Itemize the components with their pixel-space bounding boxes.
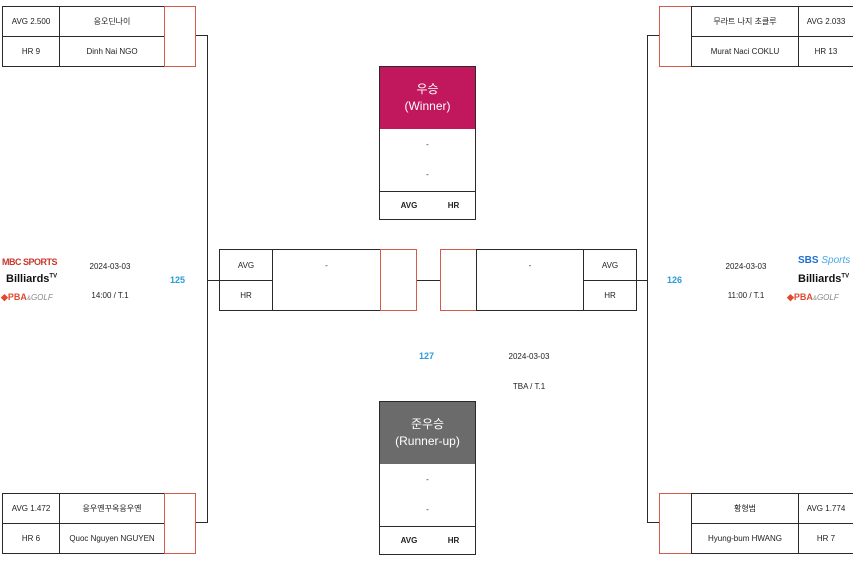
player-name-en: Dinh Nai NGO — [86, 47, 138, 56]
pba-text: PBA — [7, 292, 27, 302]
player-name-en: Quoc Nguyen NGUYEN — [69, 534, 155, 543]
match-126-date: 2024-03-03 — [725, 262, 767, 271]
player-card-top-left[interactable]: AVG 2.500 응오딘나이 HR 9 Dinh Nai NGO — [2, 6, 165, 67]
score-box-bottom-right — [659, 493, 692, 554]
player-hr: HR 9 — [21, 47, 41, 56]
match-126-time: 11:00 / T.1 — [727, 291, 765, 300]
billiards-tv-logo: BilliardsTV — [6, 273, 57, 285]
player-hr: HR 7 — [816, 534, 836, 543]
match-127-date: 2024-03-03 — [508, 352, 550, 361]
bracket-line — [647, 35, 648, 523]
player-avg: AVG 1.774 — [806, 504, 846, 513]
winner-avg-label: AVG — [400, 201, 418, 210]
player-name-en: Hyung-bum HWANG — [708, 534, 782, 543]
bracket-line — [647, 35, 659, 36]
bracket-line — [647, 522, 659, 523]
player-name: 무라트 나지 초클루 — [713, 17, 777, 26]
billiards-text: Billiards — [6, 273, 50, 285]
match-number-127: 127 — [419, 351, 435, 361]
score-box-top-right — [659, 6, 692, 67]
final-avg-label: AVG — [237, 260, 255, 270]
player-name: 응우옌꾸옥응우옌 — [82, 504, 142, 513]
match-125-date: 2024-03-03 — [89, 262, 131, 271]
final-card-right[interactable]: - AVG HR — [476, 249, 637, 311]
final-hr-label: HR — [240, 291, 252, 300]
score-box-final-left — [380, 249, 417, 311]
player-avg: AVG 2.500 — [11, 17, 51, 26]
final-player-name: - — [325, 260, 328, 270]
player-name-en: Murat Naci COKLU — [710, 47, 780, 56]
mbc-sports-text: MBC SPORTS — [2, 257, 58, 267]
final-player-name: - — [528, 260, 532, 270]
player-card-bottom-right[interactable]: 황형범 AVG 1.774 Hyung-bum HWANG HR 7 — [691, 493, 853, 554]
runner-up-header: 준우승 (Runner-up) — [380, 402, 475, 464]
match-number-126: 126 — [667, 275, 683, 285]
player-name: 황형범 — [733, 504, 757, 513]
runner-up-line2: - — [426, 504, 429, 514]
bracket-line — [196, 35, 208, 36]
player-card-top-right[interactable]: 무라트 나지 초클루 AVG 2.033 Murat Naci COKLU HR… — [691, 6, 853, 67]
tv-text: TV — [49, 273, 58, 280]
golf-text: GOLF — [30, 293, 53, 302]
final-avg-label: AVG — [601, 260, 619, 270]
runner-up-avg-label: AVG — [400, 536, 418, 545]
player-card-bottom-left[interactable]: AVG 1.472 응우옌꾸옥응우옌 HR 6 Quoc Nguyen NGUY… — [2, 493, 165, 554]
final-hr-label: HR — [604, 291, 616, 300]
sports-text: Sports — [821, 255, 851, 266]
match-125-time: 14:00 / T.1 — [91, 291, 129, 300]
winner-line2: - — [426, 169, 429, 179]
billiards-tv-logo-right: BilliardsTV — [798, 273, 849, 285]
score-box-final-right — [440, 249, 477, 311]
runner-up-hr-label: HR — [447, 536, 460, 545]
pba-golf-logo-right: ◆PBA&GOLF — [787, 292, 839, 302]
final-card-left[interactable]: AVG HR - — [219, 249, 381, 311]
mbc-sports-logo: MBC SPORTS — [2, 257, 58, 267]
player-avg: AVG 2.033 — [806, 17, 846, 26]
bracket-line — [636, 280, 648, 281]
runner-up-card: 준우승 (Runner-up) - - AVG HR — [379, 401, 476, 555]
pba-golf-logo: ◆PBA&GOLF — [1, 292, 53, 302]
score-box-bottom-left — [164, 493, 196, 554]
player-avg: AVG 1.472 — [11, 504, 51, 513]
golf-text: GOLF — [816, 293, 839, 302]
pba-icon: ◆ — [1, 292, 8, 302]
winner-line1: - — [426, 139, 429, 149]
sbs-sports-logo: SBS Sports — [798, 255, 850, 266]
bracket-line — [207, 35, 208, 523]
sbs-text: SBS — [798, 255, 819, 266]
match-127-time: TBA / T.1 — [512, 382, 546, 391]
winner-card: 우승 (Winner) - - AVG HR — [379, 66, 476, 220]
runner-up-title: 준우승 — [410, 417, 445, 431]
winner-header: 우승 (Winner) — [380, 67, 475, 129]
runner-up-subtitle: (Runner-up) — [395, 434, 460, 448]
bracket-line — [196, 522, 208, 523]
winner-hr-label: HR — [447, 201, 460, 210]
bracket-line — [207, 280, 220, 281]
player-hr: HR 6 — [21, 534, 41, 543]
player-hr: HR 13 — [814, 47, 838, 56]
match-number-125: 125 — [170, 275, 186, 285]
bracket-line — [416, 280, 440, 281]
tv-text: TV — [841, 273, 850, 280]
pba-text: PBA — [793, 292, 813, 302]
pba-icon: ◆ — [787, 292, 794, 302]
score-box-top-left — [164, 6, 196, 67]
runner-up-line1: - — [426, 474, 429, 484]
billiards-text: Billiards — [798, 273, 842, 285]
winner-title: 우승 — [416, 82, 439, 96]
winner-subtitle: (Winner) — [404, 99, 451, 113]
player-name: 응오딘나이 — [93, 17, 131, 26]
